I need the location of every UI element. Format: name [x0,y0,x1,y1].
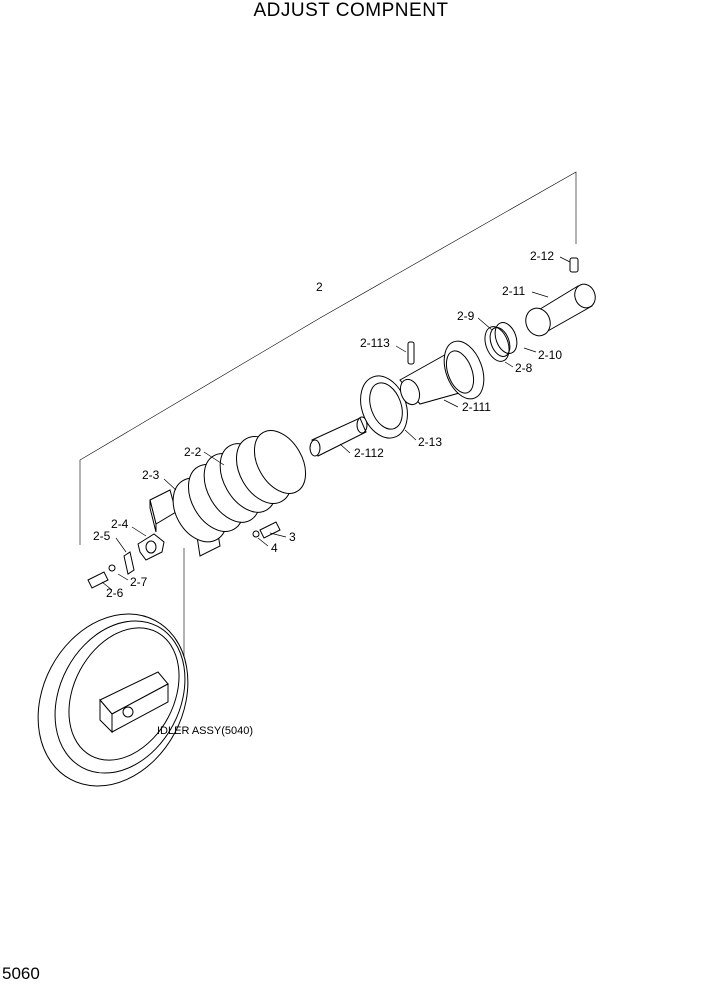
callout-2-9: 2-9 [457,309,475,323]
callout-idler-assy: IDLER ASSY(5040) [157,725,253,737]
callout-2-12: 2-12 [530,249,554,263]
leader-lines [101,256,571,591]
shaft-drawing [309,416,368,457]
page-title: ADJUST COMPNENT [253,0,449,21]
callout-3: 3 [289,530,296,544]
o-ring-drawing [484,322,518,362]
callout-2-113: 2-113 [360,336,390,350]
assembly-bracket [79,171,577,690]
washer-drawing [360,375,408,439]
callout-labels: 2 2-12 2-11 2-9 2-10 2-8 2-113 2-111 2-1… [93,249,562,737]
callout-2-111: 2-111 [462,400,491,414]
hardware-drawing [87,521,281,589]
callout-2-3: 2-3 [142,468,160,482]
idler-wheel-drawing [37,613,189,787]
cylinder-drawing [399,340,485,406]
callout-2-5: 2-5 [93,529,111,543]
callout-2: 2 [316,280,323,294]
callout-2-10: 2-10 [538,348,562,362]
callout-2-13: 2-13 [418,435,442,449]
callout-2-11: 2-11 [502,284,525,298]
callout-2-4: 2-4 [111,517,129,531]
callout-4: 4 [271,541,278,555]
callout-2-112: 2-112 [354,446,384,460]
callout-2-6: 2-6 [106,586,124,600]
rod-drawing [525,257,596,337]
callout-2-2: 2-2 [184,445,202,459]
page-number: 5060 [2,964,40,983]
callout-2-8: 2-8 [515,361,533,375]
recoil-spring-drawing [149,430,307,557]
callout-2-7: 2-7 [130,575,148,589]
